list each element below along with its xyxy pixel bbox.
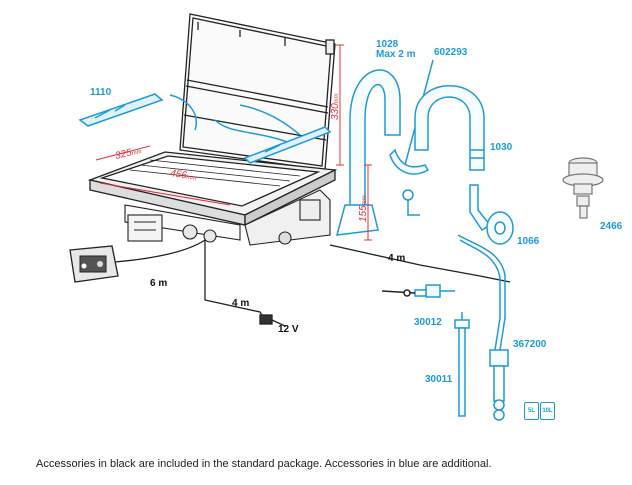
label-1028: 1028 Max 2 m (376, 39, 416, 60)
label-12v: 12 V (278, 324, 299, 335)
label-cable-4m-right: 4 m (388, 253, 406, 264)
caption: Accessories in black are included in the… (36, 458, 492, 470)
tank-5l: 5L (524, 402, 539, 420)
label-1066: 1066 (517, 236, 540, 247)
label-1110: 1110 (90, 87, 112, 98)
dimension-155: 155mm (358, 195, 369, 222)
tank-10l: 10L (540, 402, 555, 420)
label-30012: 30012 (414, 317, 442, 328)
dimension-lines (95, 44, 372, 241)
grill-plate (87, 151, 338, 227)
pipe-1030 (414, 85, 485, 171)
valve-30012 (381, 284, 455, 298)
label-cable-4m-left: 4 m (232, 298, 250, 309)
label-cable-6m: 6 m (150, 278, 168, 289)
control-panel (69, 245, 119, 283)
dimension-330: 330mm (330, 93, 341, 120)
flange-1066 (469, 184, 514, 245)
cap-2466 (562, 157, 604, 219)
label-1030: 1030 (490, 142, 513, 153)
wind-guard-1110 (78, 93, 332, 164)
grill-back-panel (179, 13, 336, 171)
label-30011: 30011 (425, 374, 453, 385)
cable-6m (114, 239, 511, 327)
hose-367200 (457, 234, 509, 421)
drain-pipe-30011 (454, 312, 470, 417)
label-367200: 367200 (513, 339, 547, 350)
label-2466: 2466 (600, 221, 623, 232)
label-602293: 602293 (434, 47, 468, 58)
grill-underside (124, 189, 331, 246)
